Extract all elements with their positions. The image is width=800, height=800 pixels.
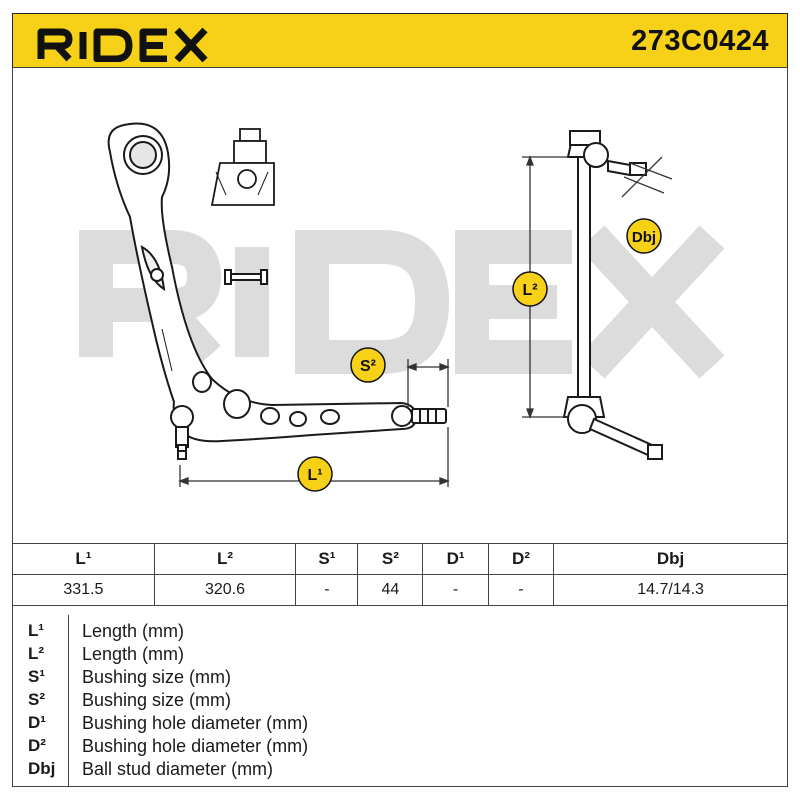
dimension-label-l2: L² xyxy=(512,271,548,307)
legend-symbol: D² xyxy=(28,736,46,755)
header-s1: S¹ xyxy=(295,543,359,575)
svg-text:S²: S² xyxy=(360,358,376,375)
legend-item: Dbj Ball stud diameter (mm) xyxy=(12,759,788,782)
spec-table-value-row: 331.5 320.6 - 44 - - 14.7/14.3 xyxy=(12,574,788,606)
drawing-frame xyxy=(12,67,788,787)
legend-item: D¹ Bushing hole diameter (mm) xyxy=(12,713,788,736)
value-d2: - xyxy=(487,574,555,606)
legend-description: Length (mm) xyxy=(82,621,185,641)
dimension-lines xyxy=(178,155,673,487)
dimension-label-l1: L¹ xyxy=(297,456,333,492)
brand-logo xyxy=(35,22,210,67)
ridex-logo-graphic xyxy=(37,27,208,63)
svg-text:L²: L² xyxy=(522,282,537,299)
value-d1: - xyxy=(422,574,489,606)
part-number: 273C0424 xyxy=(631,25,769,57)
spec-table-header-row: L¹ L² S¹ S² D¹ D² Dbj xyxy=(12,543,788,575)
ridex-watermark xyxy=(79,225,725,379)
legend-symbol: D¹ xyxy=(28,713,46,732)
header-l2: L² xyxy=(153,543,297,575)
dimension-label-s2: S² xyxy=(350,347,386,383)
spec-table: L¹ L² S¹ S² D¹ D² Dbj 331.5 320.6 - 44 -… xyxy=(12,543,788,606)
technical-drawing: L¹ S² L² Dbj xyxy=(79,122,725,492)
control-arm xyxy=(107,122,447,460)
header-d1: D¹ xyxy=(422,543,489,575)
legend-item: S¹ Bushing size (mm) xyxy=(12,667,788,690)
legend-symbol: L¹ xyxy=(28,621,45,640)
legend-description: Bushing size (mm) xyxy=(82,667,232,687)
legend-item: D² Bushing hole diameter (mm) xyxy=(12,736,788,759)
value-s2: 44 xyxy=(357,574,424,606)
legend-symbol: S¹ xyxy=(28,667,45,686)
legend-item: L² Length (mm) xyxy=(12,644,788,667)
value-l2: 320.6 xyxy=(153,574,297,606)
svg-text:Dbj: Dbj xyxy=(632,229,656,246)
value-s1: - xyxy=(295,574,359,606)
header-s2: S² xyxy=(357,543,424,575)
legend-symbol: Dbj xyxy=(28,759,56,778)
legend-item: L¹ Length (mm) xyxy=(12,621,788,644)
header-bar: 273C0424 xyxy=(12,13,788,68)
legend-description: Length (mm) xyxy=(82,644,185,664)
value-l1: 331.5 xyxy=(12,574,155,606)
legend-description: Bushing hole diameter (mm) xyxy=(82,736,309,756)
legend-description: Bushing size (mm) xyxy=(82,690,232,710)
bushing-bolt xyxy=(224,269,268,285)
legend-description: Bushing hole diameter (mm) xyxy=(82,713,309,733)
stabilizer-link xyxy=(562,130,663,460)
header-d2: D² xyxy=(487,543,555,575)
legend-item: S² Bushing size (mm) xyxy=(12,690,788,713)
value-dbj: 14.7/14.3 xyxy=(553,574,788,606)
ball-joint-detail xyxy=(210,128,275,206)
header-dbj: Dbj xyxy=(553,543,788,575)
header-l1: L¹ xyxy=(12,543,155,575)
legend-divider xyxy=(68,615,69,787)
legend-description: Ball stud diameter (mm) xyxy=(82,759,274,779)
legend-symbol: L² xyxy=(28,644,45,663)
legend: L¹ Length (mm) L² Length (mm) S¹ Bushing… xyxy=(12,615,788,787)
legend-symbol: S² xyxy=(28,690,45,709)
dimension-label-dbj: Dbj xyxy=(626,218,662,254)
svg-text:L¹: L¹ xyxy=(307,467,322,484)
